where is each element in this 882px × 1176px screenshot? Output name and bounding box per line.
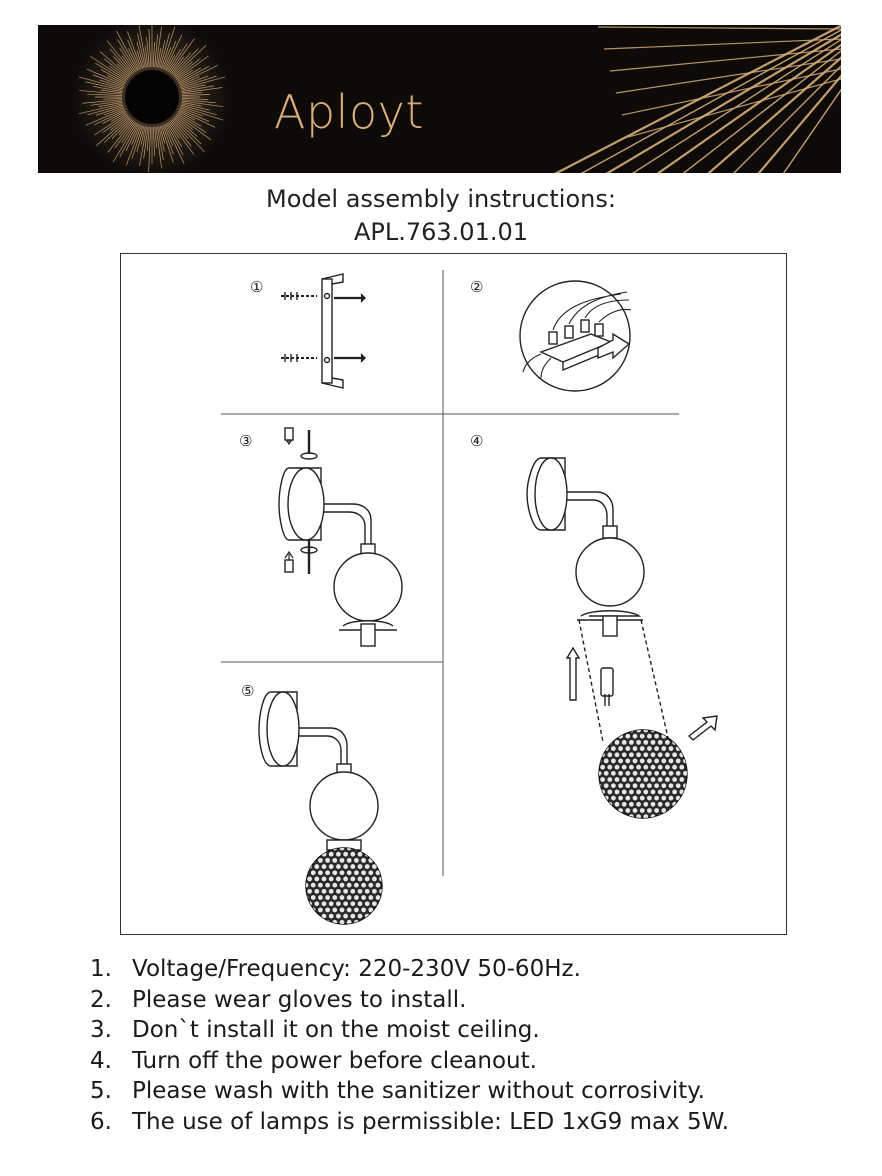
- wall-plug-icon: [281, 292, 317, 362]
- brand-banner: Aployt: [38, 25, 841, 173]
- list-item: 2.Please wear gloves to install.: [90, 986, 467, 1013]
- step-3-number: ③: [239, 432, 252, 450]
- step-2-number: ②: [470, 278, 483, 296]
- brand-logo: Aployt: [274, 85, 424, 139]
- wall-bracket-icon: [281, 273, 366, 389]
- rotate-arrow-icon: [687, 715, 718, 741]
- g9-bulb-icon: [600, 667, 614, 697]
- sun-core-icon: [125, 70, 179, 124]
- page-title: Model assembly instructions:: [266, 185, 616, 213]
- list-item: 6.The use of lamps is permissible: LED 1…: [90, 1108, 730, 1135]
- list-item: 5.Please wash with the sanitizer without…: [90, 1078, 705, 1105]
- step-1-number: ①: [250, 278, 263, 296]
- up-arrow-icon: [565, 646, 581, 701]
- insert-arrow-icon: [597, 332, 631, 360]
- terminal-block-icon: [519, 280, 632, 392]
- assembly-diagram: ① ② ③ ④ ⑤: [120, 253, 787, 935]
- step-5-number: ⑤: [241, 682, 254, 700]
- model-code: APL.763.01.01: [353, 218, 529, 246]
- list-item: 1.Voltage/Frequency: 220-230V 50-60Hz.: [90, 956, 581, 982]
- list-item: 4.Turn off the power before cleanout.: [90, 1047, 537, 1074]
- sun-rays-graphic: [72, 25, 841, 173]
- instructions-list: 1.Voltage/Frequency: 220-230V 50-60Hz. 2…: [90, 954, 729, 1138]
- screw-icon: [334, 293, 366, 363]
- list-item: 3.Don`t install it on the moist ceiling.: [90, 1017, 540, 1044]
- bulb-insertion-icon: [526, 457, 718, 819]
- fixture-mount-icon: [278, 427, 403, 647]
- shade-ball-icon: [598, 729, 688, 819]
- assembled-lamp-icon: [258, 691, 383, 925]
- shade-ball-icon: [305, 847, 383, 925]
- step-4-number: ④: [470, 432, 483, 450]
